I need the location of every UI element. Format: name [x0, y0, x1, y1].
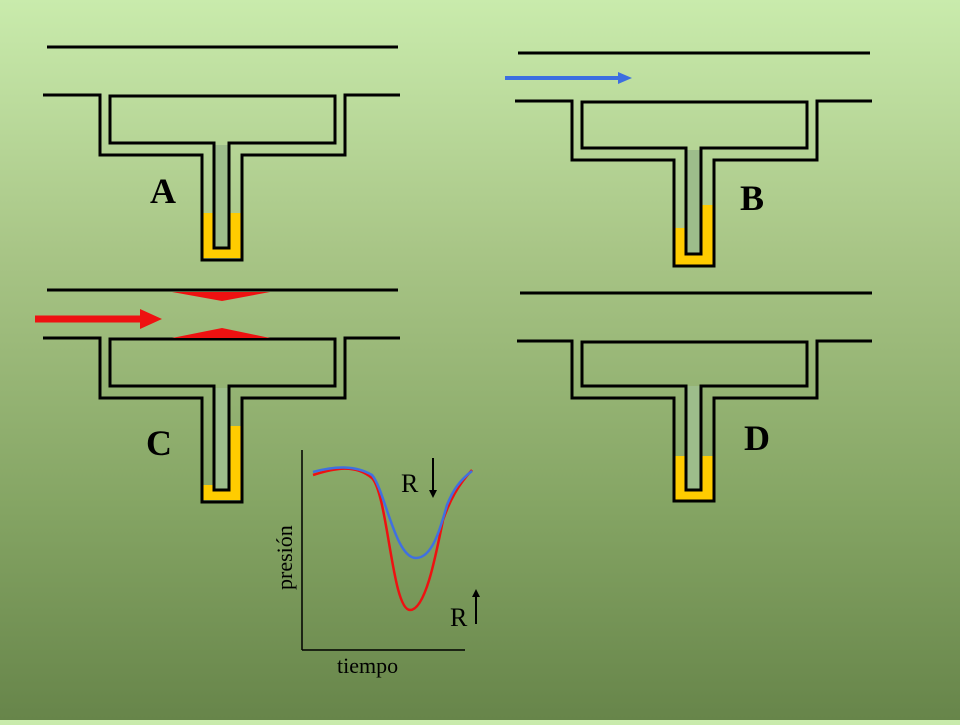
- manometer-fluid: [202, 145, 242, 258]
- pipe-inner-profile: [108, 94, 337, 250]
- pipe-inner-profile: [580, 340, 809, 492]
- pipe-inner-profile: [580, 100, 809, 256]
- panel-label-d: D: [744, 418, 770, 458]
- panel-label-a: A: [150, 171, 176, 211]
- pipe-outer-profile: [43, 93, 400, 262]
- graph-x-label: tiempo: [337, 653, 398, 678]
- pressure-curve-blue: [312, 466, 473, 560]
- graph-y-label: presión: [272, 525, 297, 590]
- pipe-outer-profile: [517, 339, 872, 503]
- panel-c: C: [35, 288, 400, 504]
- curve-label-r-top: R: [401, 469, 419, 498]
- flow-arrow-blue: [505, 72, 632, 84]
- flow-arrow-red: [35, 309, 162, 329]
- panel-a: A: [43, 45, 400, 262]
- pipe-outer-profile: [515, 99, 872, 268]
- constriction: [172, 292, 270, 338]
- pressure-graph: presión tiempo R R: [272, 450, 480, 678]
- pressure-curve-red: [312, 467, 473, 612]
- manometer-fluid: [202, 388, 242, 500]
- curve-label-r-bottom: R: [450, 603, 468, 632]
- panel-b: B: [505, 51, 872, 268]
- manometer-fluid: [674, 386, 714, 500]
- panel-label-b: B: [740, 178, 764, 218]
- pipe-inner-profile: [108, 337, 337, 492]
- panel-d: D: [517, 291, 872, 503]
- pipe-outer-profile: [43, 336, 400, 504]
- panel-label-c: C: [146, 423, 172, 463]
- manometer-fluid: [674, 150, 714, 265]
